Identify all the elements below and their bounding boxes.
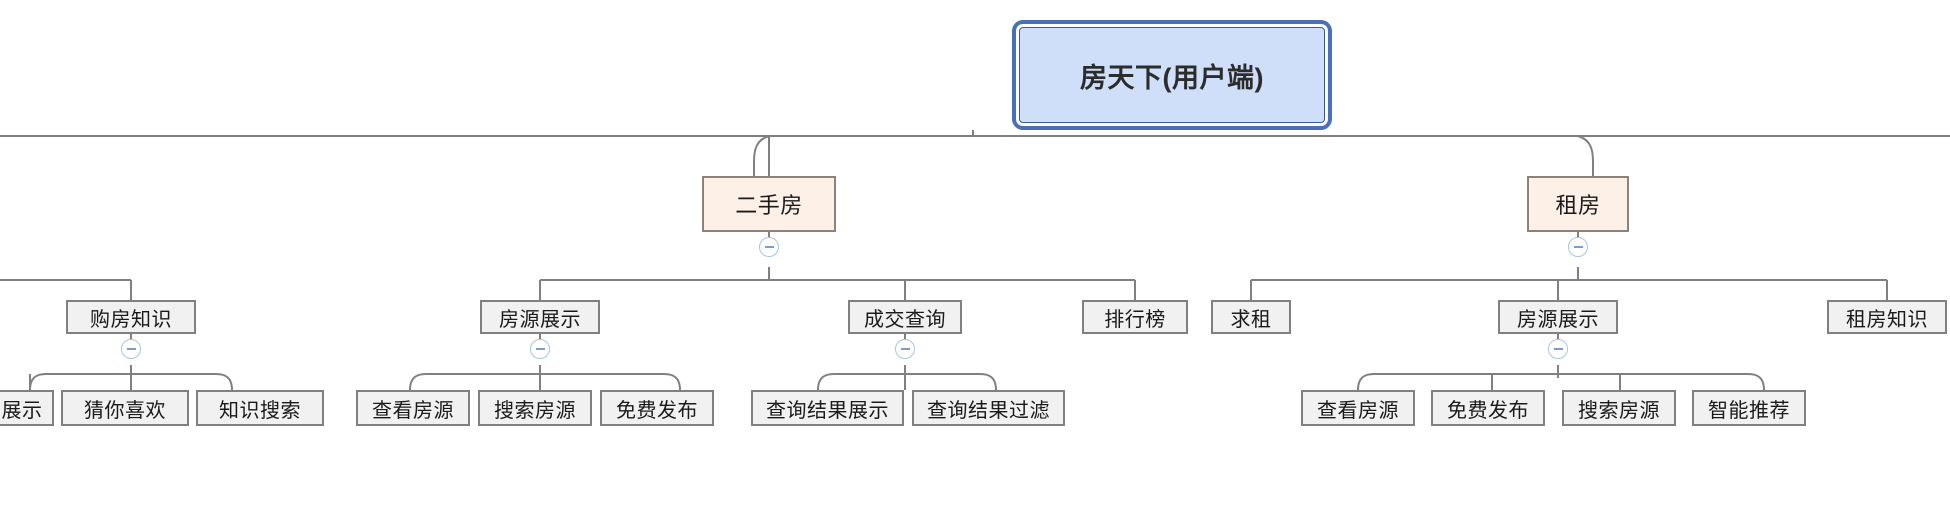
leaf-chakanfangyuan-zufang[interactable]: 查看房源 (1301, 390, 1415, 426)
node-qiuzu[interactable]: 求租 (1211, 300, 1291, 334)
leaf-cainixihuan[interactable]: 猜你喜欢 (61, 390, 189, 426)
leaf-chakanfangyuan-zufang-label: 查看房源 (1317, 399, 1399, 422)
node-zufangzhishi[interactable]: 租房知识 (1827, 300, 1947, 334)
leaf-zhanshi[interactable]: 展示 (0, 390, 54, 426)
leaf-chakanfangyuan-ershoufang[interactable]: 查看房源 (356, 390, 470, 426)
leaf-sousuofangyuan-ershoufang[interactable]: 搜索房源 (478, 390, 592, 426)
root-node[interactable]: 房天下(用户端) (1019, 27, 1325, 123)
leaf-cainixihuan-label: 猜你喜欢 (84, 399, 166, 422)
node-qiuzu-label: 求租 (1230, 308, 1272, 331)
leaf-sousuofangyuan-zufang-label: 搜索房源 (1578, 399, 1660, 422)
node-zufang-label: 租房 (1555, 193, 1601, 218)
node-fangyuanzhanshi-zufang[interactable]: 房源展示 (1498, 300, 1618, 334)
collapse-toggle-fangyuanzhanshi-zufang[interactable] (1548, 339, 1568, 359)
node-chengjiaochaxun[interactable]: 成交查询 (848, 300, 962, 334)
leaf-chaxunjieguozhanshi[interactable]: 查询结果展示 (751, 390, 904, 426)
leaf-mianfeifabu-ershoufang-label: 免费发布 (616, 399, 698, 422)
node-fangyuanzhanshi-ershoufang-label: 房源展示 (499, 308, 581, 331)
node-fangyuanzhanshi-zufang-label: 房源展示 (1517, 308, 1599, 331)
leaf-zhanshi-label: 展示 (1, 399, 43, 422)
node-goufangzhishi[interactable]: 购房知识 (66, 300, 196, 334)
leaf-chaxunjieguozhanshi-label: 查询结果展示 (766, 399, 889, 422)
leaf-chakanfangyuan-ershoufang-label: 查看房源 (372, 399, 454, 422)
node-fangyuanzhanshi-ershoufang[interactable]: 房源展示 (480, 300, 600, 334)
node-chengjiaochaxun-label: 成交查询 (864, 308, 946, 331)
leaf-zhinengtuijian[interactable]: 智能推荐 (1692, 390, 1806, 426)
node-paihangbang-label: 排行榜 (1104, 308, 1166, 331)
collapse-toggle-fangyuanzhanshi-ershoufang[interactable] (530, 339, 550, 359)
leaf-zhishisousuo[interactable]: 知识搜索 (196, 390, 324, 426)
node-paihangbang[interactable]: 排行榜 (1082, 300, 1188, 334)
node-zufang[interactable]: 租房 (1527, 176, 1629, 232)
node-zufangzhishi-label: 租房知识 (1846, 308, 1928, 331)
leaf-sousuofangyuan-ershoufang-label: 搜索房源 (494, 399, 576, 422)
collapse-toggle-chengjiaochaxun[interactable] (895, 339, 915, 359)
node-goufangzhishi-label: 购房知识 (90, 308, 172, 331)
leaf-mianfeifabu-zufang-label: 免费发布 (1447, 399, 1529, 422)
leaf-zhishisousuo-label: 知识搜索 (219, 399, 301, 422)
node-ershoufang-label: 二手房 (735, 193, 803, 218)
leaf-chaxunjieguoguolv-label: 查询结果过滤 (927, 399, 1050, 422)
collapse-toggle-goufangzhishi[interactable] (121, 339, 141, 359)
leaf-mianfeifabu-ershoufang[interactable]: 免费发布 (600, 390, 714, 426)
root-node-label: 房天下(用户端) (1080, 62, 1264, 93)
node-ershoufang[interactable]: 二手房 (702, 176, 836, 232)
collapse-toggle-ershoufang[interactable] (759, 237, 779, 257)
leaf-zhinengtuijian-label: 智能推荐 (1708, 399, 1790, 422)
collapse-toggle-zufang[interactable] (1568, 237, 1588, 257)
leaf-mianfeifabu-zufang[interactable]: 免费发布 (1431, 390, 1545, 426)
leaf-sousuofangyuan-zufang[interactable]: 搜索房源 (1562, 390, 1676, 426)
leaf-chaxunjieguoguolv[interactable]: 查询结果过滤 (912, 390, 1065, 426)
